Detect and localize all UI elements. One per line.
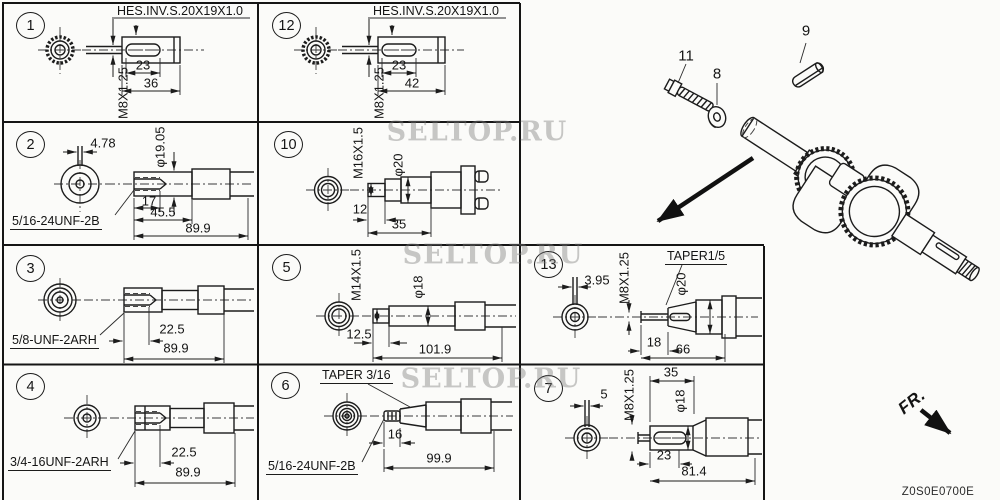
dim-label: 12 xyxy=(352,201,368,217)
dim-label: 3.95 xyxy=(584,272,610,288)
dim-label: 89.9 xyxy=(185,220,211,236)
panel-12: 12 HES.INV.S.20X19X1.0 M8X1.25 23 42 xyxy=(258,3,520,122)
panel-7: 7 5 M8X1.25 35 φ18 23 81.4 xyxy=(520,364,764,500)
dim-label: 101.9 xyxy=(418,341,452,357)
diameter-label: φ19.05 xyxy=(152,126,168,168)
panel-12-drawing xyxy=(294,17,506,95)
dim-label: 12.5 xyxy=(346,326,372,342)
panel-number-text: 4 xyxy=(26,378,35,395)
crankshaft-illustration xyxy=(656,42,980,435)
dim-label: 66 xyxy=(675,341,691,357)
thread-spec-label: 3/4-16UNF-2ARH xyxy=(8,455,111,471)
panel-number: 3 xyxy=(16,255,45,282)
panel-10-drawing xyxy=(306,165,503,237)
panel-number-text: 13 xyxy=(540,256,557,273)
washer-icon xyxy=(707,105,727,129)
dim-label: 22.5 xyxy=(171,444,197,460)
thread-spec-label: 5/16-24UNF-2B xyxy=(10,214,102,230)
panel-5: 5 M14X1.5 φ18 12.5 101.9 xyxy=(258,245,520,365)
panel-number-text: 2 xyxy=(26,136,35,153)
panel-number-text: 6 xyxy=(281,377,290,394)
dim-label: 23 xyxy=(135,57,151,73)
panel-6-drawing xyxy=(324,383,513,472)
dim-label: 36 xyxy=(143,75,159,91)
panel-13: 13 3.95 M8X1.25 TAPER1/5 φ20 18 66 xyxy=(520,245,764,363)
dim-label: 99.9 xyxy=(426,450,452,466)
panel-number: 10 xyxy=(274,131,303,158)
panel-3-drawing xyxy=(38,278,254,363)
detail-pointer-arrow xyxy=(656,156,755,223)
crankshaft-drawing xyxy=(740,116,980,282)
thread-spec-label: 5/16-24UNF-2B xyxy=(266,459,358,475)
taper-spec-label: TAPER1/5 xyxy=(665,249,728,265)
spline-spec-label: HES.INV.S.20X19X1.0 xyxy=(116,4,244,18)
dim-label: 89.9 xyxy=(163,340,189,356)
dim-label: 5 xyxy=(600,386,608,402)
panel-number: 4 xyxy=(16,373,45,400)
diagram-code: Z0S0E0700E xyxy=(901,486,975,498)
callout-9: 9 xyxy=(801,22,811,40)
panel-number: 2 xyxy=(16,131,45,158)
spline-spec-label: HES.INV.S.20X19X1.0 xyxy=(372,4,500,18)
dim-label: 45.5 xyxy=(150,204,176,220)
thread-spec-label: M8X1.25 xyxy=(115,66,131,120)
dim-label: 89.9 xyxy=(175,464,201,480)
panel-number: 7 xyxy=(534,375,563,402)
panel-number-text: 12 xyxy=(278,17,295,34)
diameter-label: φ18 xyxy=(410,275,426,299)
thread-spec-label: 5/8-UNF-2ARH xyxy=(10,333,99,349)
panel-number-text: 7 xyxy=(544,380,553,397)
woodruff-key-icon xyxy=(791,62,825,88)
panel-number: 5 xyxy=(272,254,301,281)
thread-spec-label: M8X1.25 xyxy=(371,66,387,120)
dim-label: 35 xyxy=(663,364,679,380)
panel-number: 6 xyxy=(271,372,300,399)
callout-8: 8 xyxy=(712,65,722,83)
panel-number-text: 10 xyxy=(280,136,297,153)
panel-10: 10 M16X1.5 φ20 12 35 xyxy=(258,122,520,245)
thread-spec-label: M16X1.5 xyxy=(350,126,366,180)
dim-label: 81.4 xyxy=(681,463,707,479)
panel-number: 1 xyxy=(16,12,45,39)
thread-spec-label: M14X1.5 xyxy=(348,248,364,302)
panel-2-drawing xyxy=(54,146,254,240)
panel-1-drawing xyxy=(38,17,250,95)
panel-4: 4 3/4-16UNF-2ARH 22.5 89.9 xyxy=(2,365,258,500)
dim-label: 17 xyxy=(141,193,157,209)
dim-label: 22.5 xyxy=(159,321,185,337)
panel-2: 2 4.78 φ19.05 17 45.5 89.9 5/16-24UNF-2B xyxy=(2,122,258,245)
panel-number: 12 xyxy=(272,12,301,39)
panel-1: 1 HES.INV.S.20X19X1.0 M8X1.25 23 36 xyxy=(2,3,258,122)
panel-number-text: 3 xyxy=(26,260,35,277)
front-direction-arrow xyxy=(919,408,952,435)
diameter-label: φ20 xyxy=(390,153,406,177)
dim-label: 18 xyxy=(646,334,662,350)
dim-label: 23 xyxy=(391,57,407,73)
dim-label: 42 xyxy=(404,75,420,91)
dim-label: 4.78 xyxy=(90,135,116,151)
panel-3: 3 5/8-UNF-2ARH 22.5 89.9 xyxy=(2,245,258,365)
dim-label: 35 xyxy=(391,216,407,232)
bolt-icon xyxy=(663,78,714,112)
panel-6: 6 TAPER 3/16 16 99.9 5/16-24UNF-2B xyxy=(258,365,520,500)
panel-number-text: 1 xyxy=(26,17,35,34)
panel-number-text: 5 xyxy=(282,259,291,276)
dim-label: 16 xyxy=(387,426,403,442)
panel-4-drawing xyxy=(64,395,254,487)
dim-label: 23 xyxy=(656,447,672,463)
callout-11: 11 xyxy=(678,47,694,65)
panel-13-drawing xyxy=(553,264,762,362)
panel-number: 13 xyxy=(534,251,563,278)
taper-spec-label: TAPER 3/16 xyxy=(320,368,393,384)
panel-5-drawing xyxy=(316,293,516,362)
panel-7-drawing xyxy=(565,376,762,485)
